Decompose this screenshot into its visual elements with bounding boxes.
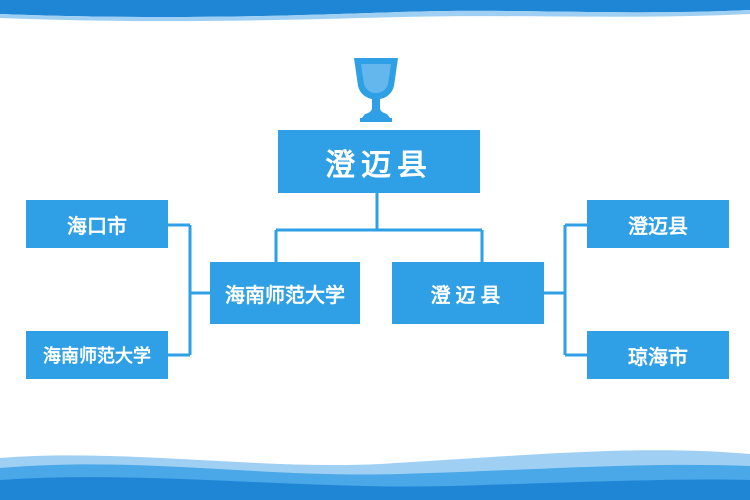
semifinal-left-box: 海南师范大学 — [210, 262, 360, 324]
quarter-right-top-box: 澄迈县 — [587, 200, 729, 248]
quarter-left-top-label: 海口市 — [67, 213, 127, 238]
top-wave-decoration — [0, 0, 750, 22]
semifinal-left-label: 海南师范大学 — [225, 282, 345, 307]
semifinal-right-box: 澄迈县 — [392, 262, 544, 324]
semifinal-right-label: 澄迈县 — [430, 282, 506, 307]
champion-box: 澄迈县 — [278, 130, 480, 193]
quarter-right-bottom-box: 琼海市 — [587, 331, 729, 379]
quarter-left-top-box: 海口市 — [26, 200, 168, 248]
quarter-right-top-label: 澄迈县 — [628, 213, 688, 238]
quarter-left-bottom-label: 海南师范大学 — [43, 346, 151, 367]
bottom-wave-decoration — [0, 450, 750, 500]
quarter-right-bottom-label: 琼海市 — [628, 344, 688, 369]
champion-label: 澄迈县 — [325, 147, 433, 183]
trophy-icon — [354, 58, 398, 122]
quarter-left-bottom-box: 海南师范大学 — [26, 331, 168, 379]
